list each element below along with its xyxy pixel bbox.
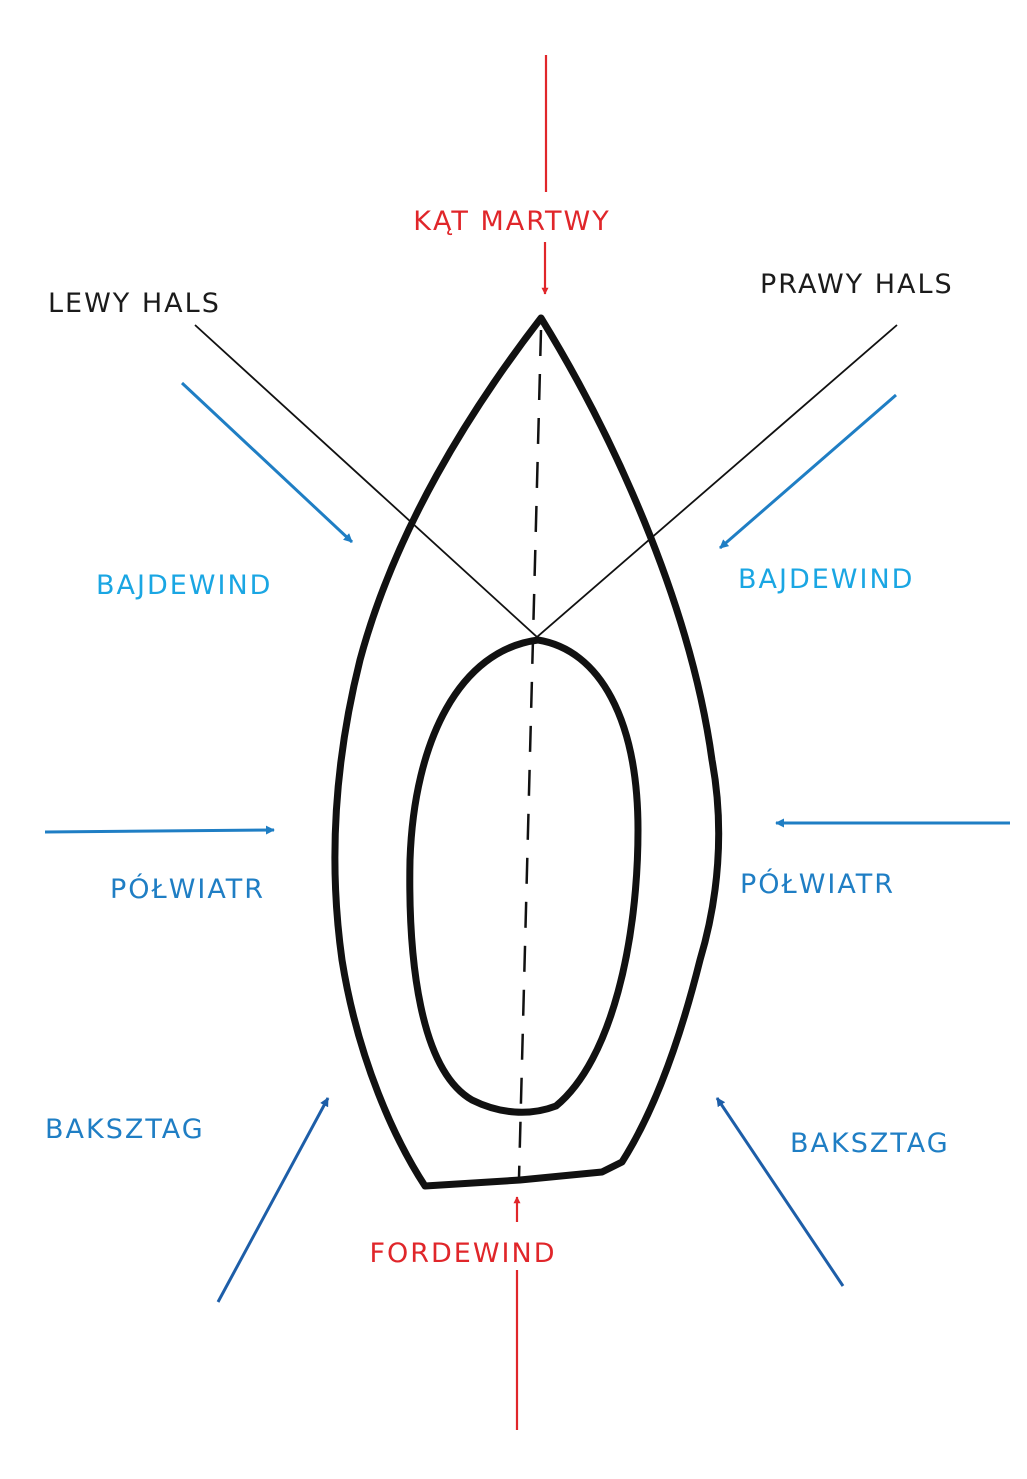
beam-reach-right-label: PÓŁWIATR [740, 868, 895, 900]
broad-reach-right-label: BAKSZTAG [790, 1128, 950, 1159]
right-tack-line [536, 324, 898, 638]
center-line [517, 329, 543, 1179]
close-haul-left-arrow [180, 381, 354, 544]
left-tack-line [194, 324, 538, 638]
cockpit-outline [406, 636, 642, 1116]
dead-angle-label: KĄT MARTWY [413, 206, 610, 237]
close-haul-right-arrow [719, 393, 897, 550]
left-tack-label: LEWY HALS [48, 288, 221, 319]
broad-reach-left-arrow [216, 1097, 330, 1303]
close-haul-left-label: BAJDEWIND [96, 570, 272, 601]
broad-reach-right-arrow [715, 1097, 845, 1287]
beam-reach-left-label: PÓŁWIATR [110, 873, 265, 905]
close-haul-right-label: BAJDEWIND [738, 564, 914, 595]
broad-reach-left-label: BAKSZTAG [45, 1114, 205, 1145]
running-label: FORDEWIND [369, 1238, 556, 1269]
right-tack-label: PRAWY HALS [760, 269, 954, 300]
hull-outline [331, 314, 723, 1190]
beam-reach-left-arrow [44, 825, 275, 835]
